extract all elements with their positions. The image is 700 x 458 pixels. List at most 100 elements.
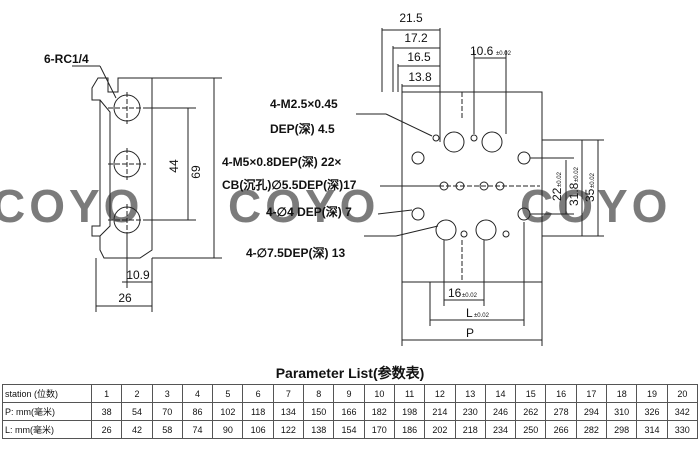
p-cell: 214 [424, 402, 456, 421]
p-cell: 86 [181, 402, 214, 421]
p-cell: 134 [272, 402, 305, 421]
row-label-l: L: mm(毫米) [2, 420, 92, 439]
dim-31-8: 31.8 [567, 182, 581, 206]
callout-m25-line1: 4-M2.5×0.45 [270, 97, 338, 111]
p-cell: 118 [242, 402, 274, 421]
station-cell: 3 [151, 384, 183, 403]
dim-17-2: 17.2 [404, 31, 428, 45]
l-cell: 138 [303, 420, 335, 439]
l-cell: 42 [121, 420, 153, 439]
p-cell: 182 [363, 402, 395, 421]
p-cell: 150 [303, 402, 335, 421]
station-cell: 16 [545, 384, 577, 403]
bore-bottom-right [475, 219, 497, 241]
dim-16-5: 16.5 [407, 50, 431, 64]
p-cell: 310 [606, 402, 638, 421]
l-cell: 234 [484, 420, 517, 439]
dim-21-5: 21.5 [399, 11, 423, 25]
l-cell: 122 [272, 420, 305, 439]
watermark-text-3: COYO [520, 180, 671, 232]
side-view [72, 65, 222, 312]
station-cell: 11 [393, 384, 426, 403]
p-cell: 70 [151, 402, 183, 421]
manifold-body [401, 91, 543, 283]
m5-hole-right-top [517, 151, 531, 165]
l-cell: 266 [545, 420, 577, 439]
station-cell: 5 [212, 384, 244, 403]
side-view-inner-step [99, 99, 111, 237]
side-view-outline [91, 77, 153, 259]
dim-16-tolerance: ±0.02 [462, 293, 478, 299]
dim-side-69: 69 [189, 165, 203, 179]
l-cell: 26 [90, 420, 123, 439]
l-cell: 170 [363, 420, 395, 439]
station-cell: 7 [272, 384, 305, 403]
station-cell: 14 [484, 384, 517, 403]
p-cell: 38 [90, 402, 123, 421]
l-cell: 58 [151, 420, 183, 439]
l-cell: 90 [212, 420, 244, 439]
station-cell: 6 [242, 384, 274, 403]
station-cell: 20 [666, 384, 699, 403]
dim-side-44: 44 [167, 159, 181, 173]
l-cell: 282 [575, 420, 608, 439]
m5-hole-left-bottom [411, 207, 425, 221]
row-label-p: P: mm(毫米) [2, 402, 92, 421]
l-cell: 186 [393, 420, 426, 439]
l-cell: 202 [424, 420, 456, 439]
p-cell: 102 [212, 402, 244, 421]
l-cell: 250 [515, 420, 547, 439]
m5-hole-left-top [411, 151, 425, 165]
callout-d75: 4-∅7.5DEP(深) 13 [246, 245, 345, 260]
l-cell: 154 [333, 420, 365, 439]
bore-top-left [443, 131, 465, 153]
dim-P: P [466, 326, 474, 340]
parameter-list-title: Parameter List(参数表) [275, 365, 425, 381]
p-cell: 262 [515, 402, 547, 421]
l-cell: 106 [242, 420, 274, 439]
station-cell: 19 [636, 384, 668, 403]
callout-m5-line2: CB(沉孔)∅5.5DEP(深)17 [222, 177, 357, 192]
station-cell: 9 [333, 384, 365, 403]
callout-m25-line2: DEP(深) 4.5 [270, 121, 335, 136]
dim-L-tolerance: ±0.02 [474, 313, 490, 319]
bore-bottom-left [435, 219, 457, 241]
l-cell: 218 [454, 420, 486, 439]
station-cell: 13 [454, 384, 486, 403]
dim-22-tolerance: ±0.02 [557, 171, 563, 187]
station-cell: 15 [515, 384, 547, 403]
p-cell: 198 [393, 402, 426, 421]
technical-drawing: COYO COYO COYO 6-RC1/4 69 44 26 10.9 [0, 11, 671, 346]
dim-10-6-tolerance: ±0.02 [496, 51, 512, 57]
dim-35: 35 [583, 188, 597, 202]
station-cell: 8 [303, 384, 335, 403]
station-cell: 4 [181, 384, 214, 403]
p-cell: 246 [484, 402, 517, 421]
l-cell: 314 [636, 420, 668, 439]
p-cell: 342 [666, 402, 699, 421]
watermark: COYO COYO COYO [0, 180, 671, 232]
station-cell: 1 [90, 384, 123, 403]
pin-hole-2 [470, 134, 478, 142]
pin-hole-4 [460, 230, 468, 238]
p-cell: 326 [636, 402, 668, 421]
callout-m5-line1: 4-M5×0.8DEP(深) 22× [222, 154, 341, 169]
watermark-text-2: COYO [228, 180, 379, 232]
dim-10-6: 10.6 [470, 44, 494, 58]
pin-hole-1 [432, 134, 440, 142]
row-label-station: station (位数) [2, 384, 92, 403]
p-cell: 54 [121, 402, 153, 421]
dim-22: 22 [550, 187, 564, 201]
watermark-text-1: COYO [0, 180, 143, 232]
p-cell: 294 [575, 402, 608, 421]
l-cell: 330 [666, 420, 699, 439]
callout-d4: 4-∅4 DEP(深) 7 [266, 204, 352, 219]
p-cell: 278 [545, 402, 577, 421]
bore-top-right [481, 131, 503, 153]
l-cell: 298 [606, 420, 638, 439]
station-cell: 2 [121, 384, 153, 403]
